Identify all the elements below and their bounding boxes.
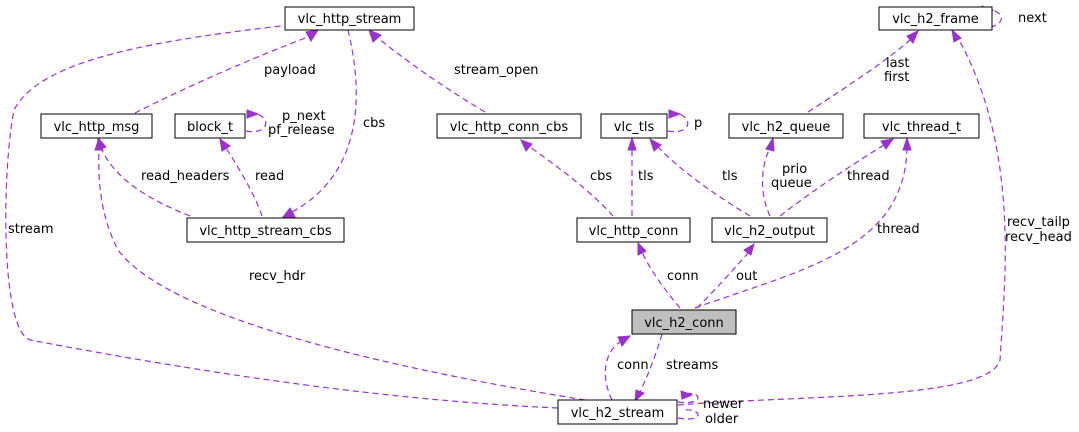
edge-payload: [134, 29, 320, 114]
node-label: block_t: [187, 120, 233, 135]
edge-recv: [677, 28, 1006, 406]
edge-label-thread-conn: thread: [877, 222, 920, 237]
node-label: vlc_http_stream_cbs: [199, 224, 332, 239]
edge-out: [696, 242, 755, 309]
edge-label-cbs-stream: cbs: [363, 116, 385, 131]
edge-label-pf-release: pf_release: [268, 123, 335, 138]
node-vlc-thread-t[interactable]: vlc_thread_t: [863, 113, 980, 139]
edge-block-self: [245, 109, 267, 133]
edge-label-recv-hdr: recv_hdr: [249, 269, 306, 284]
edge-tls-conn: [627, 136, 637, 216]
node-label: vlc_h2_queue: [742, 120, 831, 135]
node-vlc-h2-frame[interactable]: vlc_h2_frame: [878, 6, 993, 31]
edge-label-thread-output: thread: [847, 169, 890, 184]
edge-read: [219, 137, 263, 217]
edge-label-next: next: [1018, 11, 1047, 26]
node-vlc-h2-stream[interactable]: vlc_h2_stream: [557, 399, 678, 425]
node-vlc-h2-queue[interactable]: vlc_h2_queue: [728, 113, 844, 139]
edge-label-tls-conn: tls: [638, 169, 654, 184]
edge-label-p-next: p_next: [282, 109, 326, 124]
node-label: vlc_h2_stream: [571, 406, 665, 421]
node-vlc-http-conn[interactable]: vlc_http_conn: [576, 217, 691, 243]
edge-label-newer: newer: [703, 397, 744, 412]
edge-label-cbs-conn: cbs: [590, 169, 612, 184]
edge-label-stream: stream: [8, 222, 54, 237]
edge-conn-stream: [604, 335, 632, 401]
node-label: vlc_h2_frame: [892, 12, 979, 27]
edge-tls-self: [667, 109, 689, 133]
edge-label-older: older: [705, 412, 739, 427]
edge-label-read: read: [255, 169, 284, 184]
edge-label-p: p: [694, 116, 702, 131]
node-vlc-http-conn-cbs[interactable]: vlc_http_conn_cbs: [436, 113, 582, 139]
edge-recv-hdr: [94, 136, 586, 401]
edge-label-recv-tailp: recv_tailp: [1007, 215, 1070, 230]
edge-label-out: out: [736, 269, 757, 284]
node-label: vlc_http_msg: [54, 120, 140, 135]
edge-thread-output: [779, 138, 895, 217]
edge-prio-queue: [761, 136, 775, 217]
edge-label-streams: streams: [666, 358, 719, 373]
node-label: vlc_tls: [614, 120, 655, 135]
node-label: vlc_http_conn_cbs: [450, 120, 569, 135]
node-label: vlc_h2_conn: [644, 316, 724, 331]
edge-label-first: first: [884, 70, 909, 85]
node-label: vlc_h2_output: [724, 224, 815, 239]
edge-tls-output: [649, 137, 751, 217]
node-label: vlc_thread_t: [882, 120, 961, 135]
edge-streams: [634, 333, 663, 403]
edge-label-last: last: [886, 56, 909, 71]
edge-conn-http: [637, 241, 681, 309]
node-block-t[interactable]: block_t: [174, 113, 246, 139]
edge-label-recv-head: recv_head: [1005, 230, 1072, 245]
node-label: vlc_http_stream: [298, 12, 402, 27]
edge-label-prio: prio: [782, 162, 807, 177]
node-vlc-http-stream-cbs[interactable]: vlc_http_stream_cbs: [186, 217, 345, 243]
edge-label-conn-http: conn: [667, 269, 699, 284]
node-vlc-h2-conn[interactable]: vlc_h2_conn: [631, 309, 737, 335]
edge-label-queue: queue: [771, 176, 812, 191]
edge-stream-open: [368, 29, 486, 113]
edge-thread-conn: [694, 136, 912, 309]
edge-label-read-headers: read_headers: [141, 169, 230, 184]
edge-cbs-stream: [281, 29, 357, 218]
edge-last-first: [807, 30, 919, 113]
node-vlc-h2-output[interactable]: vlc_h2_output: [711, 217, 828, 243]
edge-label-conn-stream: conn: [617, 358, 649, 373]
node-vlc-tls[interactable]: vlc_tls: [600, 113, 668, 139]
edge-label-payload: payload: [264, 63, 316, 78]
node-label: vlc_http_conn: [589, 224, 679, 239]
edge-newer-older: [677, 390, 699, 420]
node-vlc-http-stream[interactable]: vlc_http_stream: [284, 6, 415, 31]
edge-cbs-conn: [520, 139, 614, 217]
edge-label-stream-open: stream_open: [454, 63, 539, 78]
node-vlc-http-msg[interactable]: vlc_http_msg: [40, 113, 153, 139]
edge-label-tls-output: tls: [722, 169, 738, 184]
